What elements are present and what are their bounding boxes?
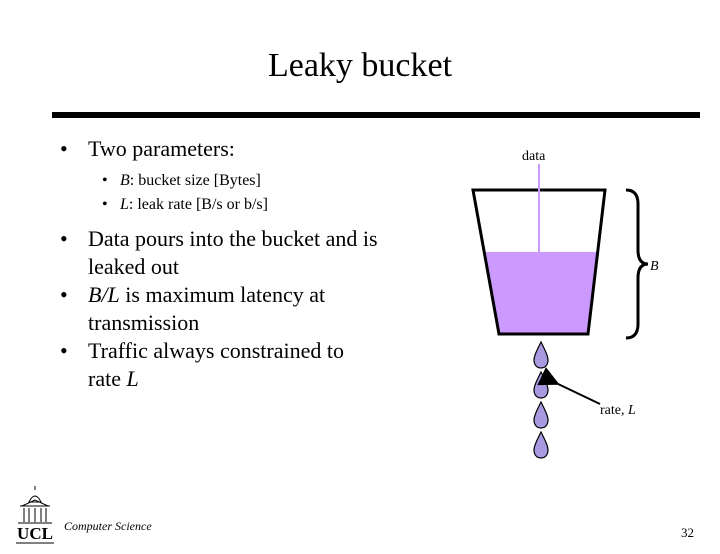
sub-bullet-bucket-size: B: bucket size [Bytes] [98,169,378,193]
bullet-text: is maximum latency at transmission [88,282,326,335]
sub-bullet-leak-rate: L: leak rate [B/s or b/s] [98,193,378,217]
department-name: Computer Science [64,519,152,533]
var-bl: B/L [88,282,120,307]
var-b: B [120,172,130,189]
bullet-list: Two parameters: B: bucket size [Bytes] L… [58,135,378,393]
bucket-size-brace [625,188,649,340]
portico-icon [18,486,52,524]
bucket-water [484,251,598,334]
logo-text: UCL [17,524,53,543]
data-flow-arrowhead [534,253,544,264]
rate-label-var: L [627,403,636,418]
leak-drops [533,340,549,459]
sub-bullet-text: : leak rate [B/s or b/s] [128,196,268,213]
water-drop [533,370,549,399]
page-number: 32 [681,525,694,540]
sub-bullet-text: : bucket size [Bytes] [129,172,261,189]
bullet-text: Data pours into the bucket and is leaked… [88,226,378,279]
water-drop [533,400,549,429]
water-drop [533,340,549,369]
ucl-logo: UCL [16,486,54,544]
sub-bullet-list: B: bucket size [Bytes] L: leak rate [B/s… [98,169,378,217]
var-l: L [126,366,139,391]
rate-arrow [537,367,601,405]
page-title: Leaky bucket [267,47,453,84]
bullet-text: Two parameters: [88,136,235,161]
bucket-outline [471,188,607,336]
bullet-latency: B/L is maximum latency at transmission [58,281,378,337]
bullet-two-parameters: Two parameters: [58,135,378,163]
water-drop [533,430,549,459]
bullet-data-pours: Data pours into the bucket and is leaked… [58,225,378,281]
title-rule [52,112,700,118]
rate-label: rate, L [600,403,636,418]
bucket-size-label: B [650,259,659,274]
var-l: L [120,196,129,213]
bullet-text: Traffic always constrained to rate [88,338,344,391]
bullet-traffic: Traffic always constrained to rate L [58,337,378,393]
data-label: data [522,149,546,164]
rate-label-text: rate, [600,403,628,418]
